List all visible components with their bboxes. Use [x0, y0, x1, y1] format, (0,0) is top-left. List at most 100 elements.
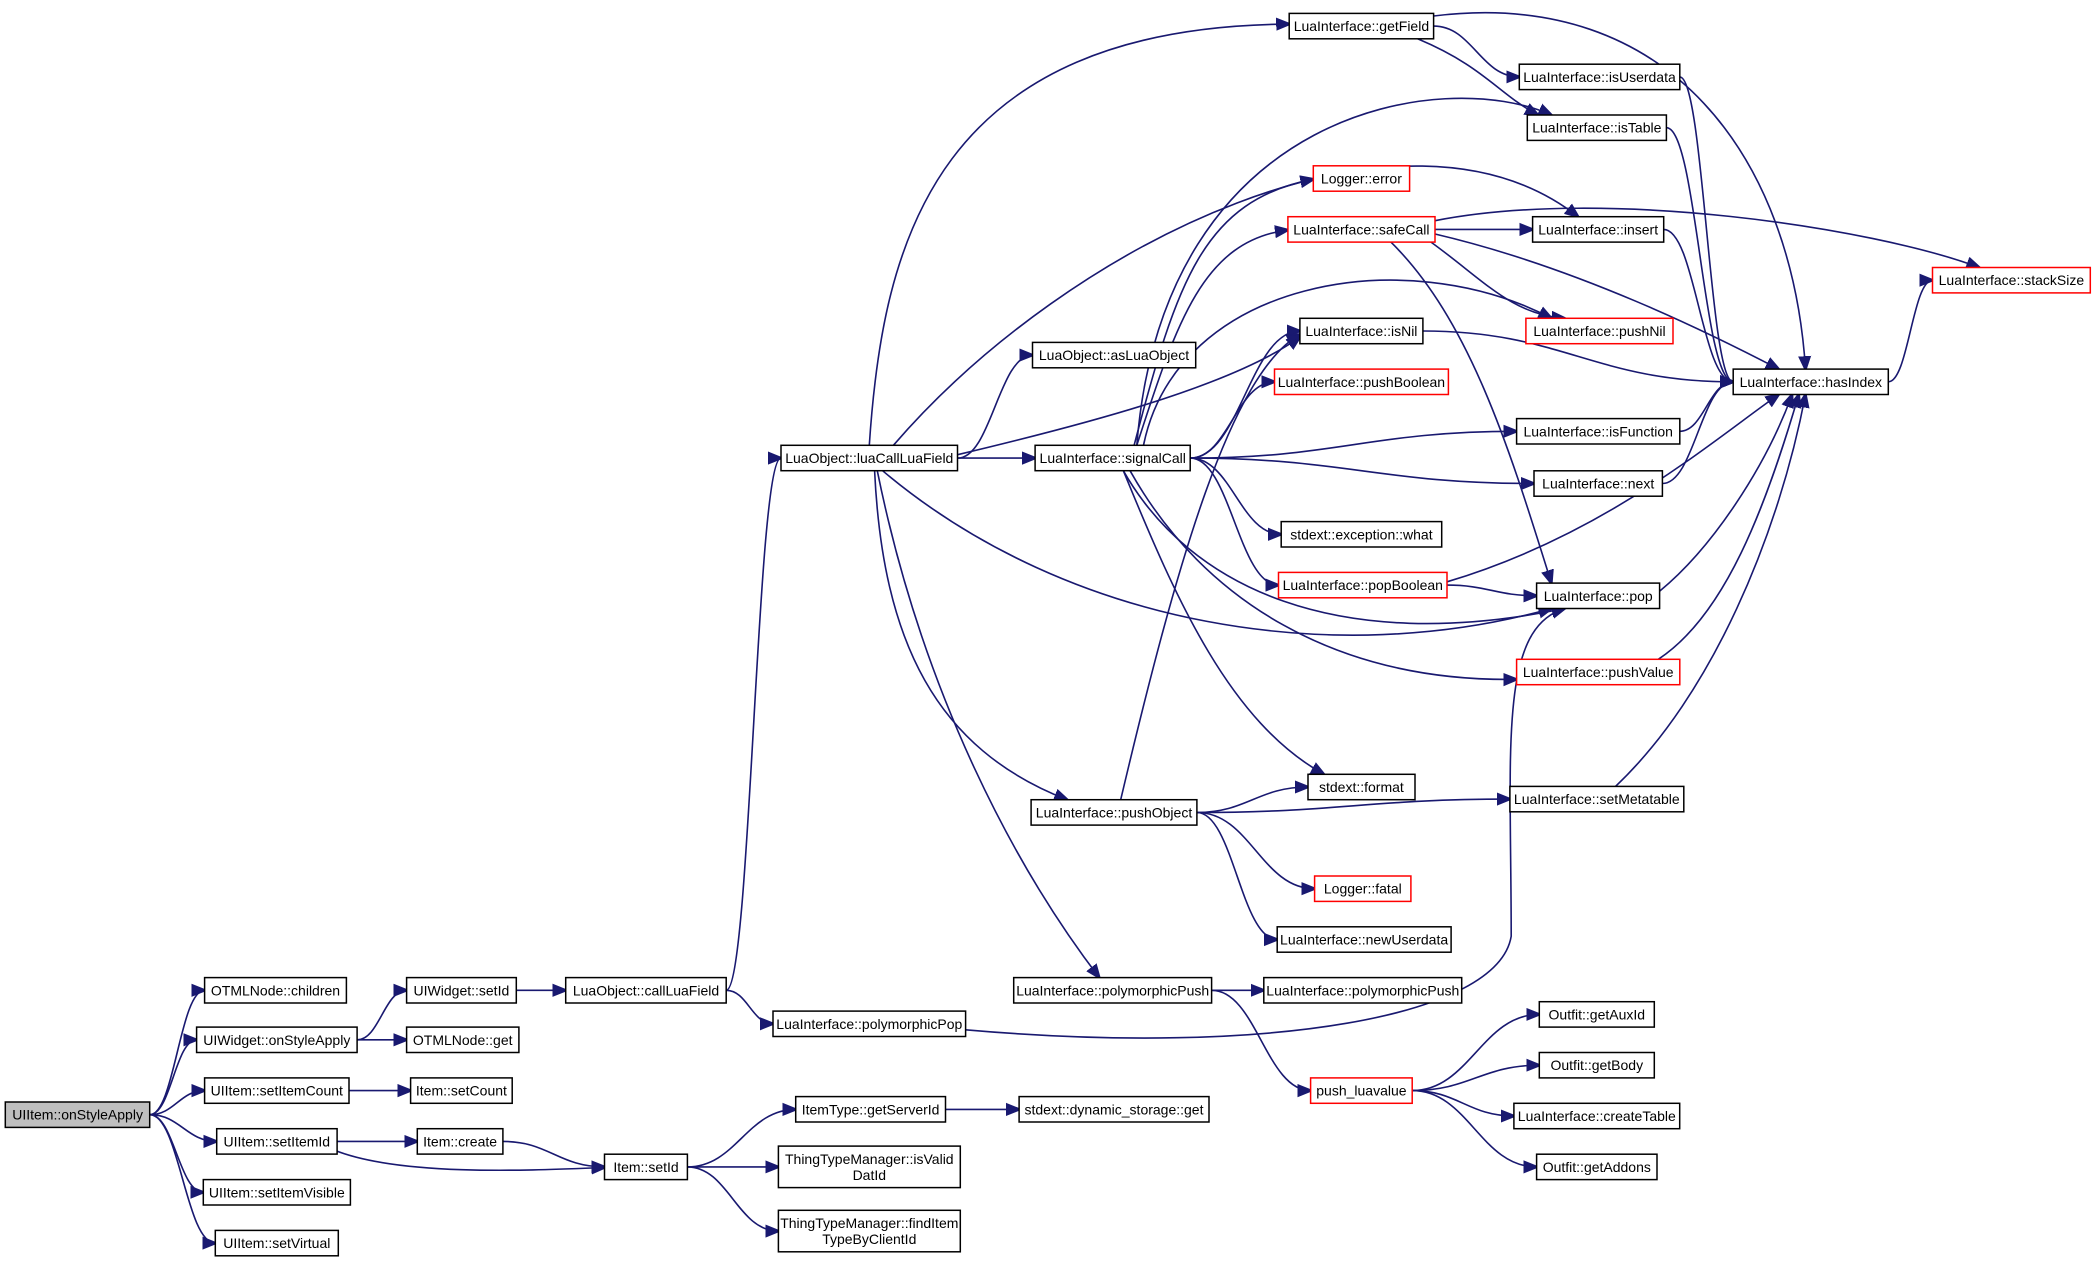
- node-item-setid[interactable]: Item::setId: [603, 1153, 689, 1181]
- node-box[interactable]: [202, 1178, 352, 1206]
- node-luaobj-callfield[interactable]: LuaObject::callLuaField: [564, 976, 727, 1004]
- node-itemtype-getserver[interactable]: ItemType::getServerId: [794, 1095, 947, 1123]
- node-li-popboolean[interactable]: LuaInterface::popBoolean: [1277, 571, 1448, 599]
- node-box[interactable]: [405, 976, 518, 1004]
- node-li-insert[interactable]: LuaInterface::insert: [1531, 215, 1665, 243]
- node-box[interactable]: [1030, 798, 1198, 826]
- node-li-stacksize[interactable]: LuaInterface::stackSize: [1931, 266, 2092, 294]
- node-li-signalcall[interactable]: LuaInterface::signalCall: [1034, 444, 1191, 472]
- node-uiwidget-setid[interactable]: UIWidget::setId: [405, 976, 518, 1004]
- node-box[interactable]: [1313, 875, 1412, 903]
- node-stdext-exc-what[interactable]: stdext::exception::what: [1280, 520, 1443, 548]
- node-box[interactable]: [1018, 1095, 1210, 1123]
- node-li-polypush2[interactable]: LuaInterface::polymorphicPush: [1263, 976, 1463, 1004]
- node-box[interactable]: [1931, 266, 2092, 294]
- node-box[interactable]: [1531, 215, 1665, 243]
- node-outfit-getaddons[interactable]: Outfit::getAddons: [1535, 1153, 1658, 1181]
- node-li-isuserdata[interactable]: LuaInterface::isUserdata: [1518, 63, 1681, 91]
- node-box[interactable]: [1513, 1102, 1681, 1130]
- node-push-luavalue[interactable]: push_luavalue: [1309, 1077, 1413, 1105]
- node-box[interactable]: [1535, 1153, 1658, 1181]
- node-box[interactable]: [772, 1010, 967, 1038]
- node-box[interactable]: [1299, 317, 1424, 345]
- node-box[interactable]: [1309, 1077, 1413, 1105]
- node-box[interactable]: [1273, 368, 1450, 396]
- node-li-getfield[interactable]: LuaInterface::getField: [1288, 12, 1435, 40]
- node-box[interactable]: [1277, 571, 1448, 599]
- node-item-create[interactable]: Item::create: [416, 1127, 504, 1155]
- node-li-setmetatable[interactable]: LuaInterface::setMetatable: [1509, 785, 1685, 813]
- node-outfit-getauxid[interactable]: Outfit::getAuxId: [1538, 1000, 1656, 1028]
- node-box[interactable]: [405, 1026, 520, 1054]
- node-li-isfunction[interactable]: LuaInterface::isFunction: [1515, 417, 1681, 445]
- node-uiitem-setcount[interactable]: UIItem::setItemCount: [203, 1077, 350, 1105]
- node-li-polypop[interactable]: LuaInterface::polymorphicPop: [772, 1010, 967, 1038]
- node-box[interactable]: [203, 976, 348, 1004]
- node-li-pushobject[interactable]: LuaInterface::pushObject: [1030, 798, 1198, 826]
- node-box[interactable]: [4, 1101, 151, 1129]
- node-box[interactable]: [1287, 215, 1436, 243]
- node-box[interactable]: [1280, 520, 1443, 548]
- node-box[interactable]: [214, 1229, 340, 1257]
- node-li-next[interactable]: LuaInterface::next: [1533, 470, 1664, 497]
- node-li-safecall[interactable]: LuaInterface::safeCall: [1287, 215, 1436, 243]
- node-box[interactable]: [1307, 773, 1416, 801]
- node-logger-fatal[interactable]: Logger::fatal: [1313, 875, 1412, 903]
- node-box[interactable]: [780, 444, 959, 472]
- node-li-pop[interactable]: LuaInterface::pop: [1535, 582, 1661, 610]
- node-box[interactable]: [1276, 926, 1452, 953]
- node-li-istable[interactable]: LuaInterface::isTable: [1526, 114, 1668, 142]
- node-li-polypush1[interactable]: LuaInterface::polymorphicPush: [1012, 976, 1213, 1004]
- node-uiitem-setvirtual[interactable]: UIItem::setVirtual: [214, 1229, 340, 1257]
- node-uiitem-setvisible[interactable]: UIItem::setItemVisible: [202, 1178, 352, 1206]
- node-box[interactable]: [777, 1209, 962, 1253]
- node-box[interactable]: [1538, 1051, 1656, 1079]
- node-box[interactable]: [1012, 976, 1213, 1004]
- node-box[interactable]: [1034, 444, 1191, 472]
- node-li-pushvalue[interactable]: LuaInterface::pushValue: [1515, 658, 1681, 686]
- node-box[interactable]: [195, 1026, 358, 1054]
- node-box[interactable]: [1525, 317, 1674, 345]
- node-li-isnil[interactable]: LuaInterface::isNil: [1299, 317, 1424, 345]
- node-box[interactable]: [564, 976, 727, 1004]
- node-box[interactable]: [1509, 785, 1685, 813]
- node-box[interactable]: [1263, 976, 1463, 1004]
- node-stdext-format[interactable]: stdext::format: [1307, 773, 1416, 801]
- node-box[interactable]: [1535, 582, 1661, 610]
- node-luaobj-asluaobj[interactable]: LuaObject::asLuaObject: [1031, 341, 1197, 369]
- node-box[interactable]: [1533, 470, 1664, 497]
- node-box[interactable]: [409, 1077, 513, 1105]
- node-box[interactable]: [777, 1145, 962, 1189]
- node-dyn-storage-get[interactable]: stdext::dynamic_storage::get: [1018, 1095, 1210, 1123]
- node-item-setcount[interactable]: Item::setCount: [409, 1077, 513, 1105]
- node-logger-error[interactable]: Logger::error: [1312, 165, 1411, 192]
- node-root[interactable]: UIItem::onStyleApply: [4, 1101, 151, 1129]
- node-li-newuserdata[interactable]: LuaInterface::newUserdata: [1276, 926, 1452, 953]
- node-li-pushnil[interactable]: LuaInterface::pushNil: [1525, 317, 1674, 345]
- node-box[interactable]: [794, 1095, 947, 1123]
- node-box[interactable]: [1515, 658, 1681, 686]
- node-box[interactable]: [1031, 341, 1197, 369]
- node-outfit-getbody[interactable]: Outfit::getBody: [1538, 1051, 1656, 1079]
- node-box[interactable]: [1288, 12, 1435, 40]
- node-box[interactable]: [603, 1153, 689, 1181]
- node-box[interactable]: [1312, 165, 1411, 192]
- node-otml-children[interactable]: OTMLNode::children: [203, 976, 348, 1004]
- node-box[interactable]: [1515, 417, 1681, 445]
- node-li-createtable[interactable]: LuaInterface::createTable: [1513, 1102, 1681, 1130]
- node-uiitem-setid[interactable]: UIItem::setItemId: [215, 1127, 338, 1155]
- node-luaobj-luacallfield[interactable]: LuaObject::luaCallLuaField: [780, 444, 959, 472]
- node-box[interactable]: [416, 1127, 504, 1155]
- node-otml-get[interactable]: OTMLNode::get: [405, 1026, 520, 1054]
- node-li-hasindex[interactable]: LuaInterface::hasIndex: [1732, 368, 1890, 396]
- node-box[interactable]: [215, 1127, 338, 1155]
- node-li-pushboolean[interactable]: LuaInterface::pushBoolean: [1273, 368, 1450, 396]
- node-box[interactable]: [1526, 114, 1668, 142]
- node-box[interactable]: [1518, 63, 1681, 91]
- node-uiwidget-onstyle[interactable]: UIWidget::onStyleApply: [195, 1026, 358, 1054]
- node-box[interactable]: [1538, 1000, 1656, 1028]
- node-box[interactable]: [203, 1077, 350, 1105]
- node-box[interactable]: [1732, 368, 1890, 396]
